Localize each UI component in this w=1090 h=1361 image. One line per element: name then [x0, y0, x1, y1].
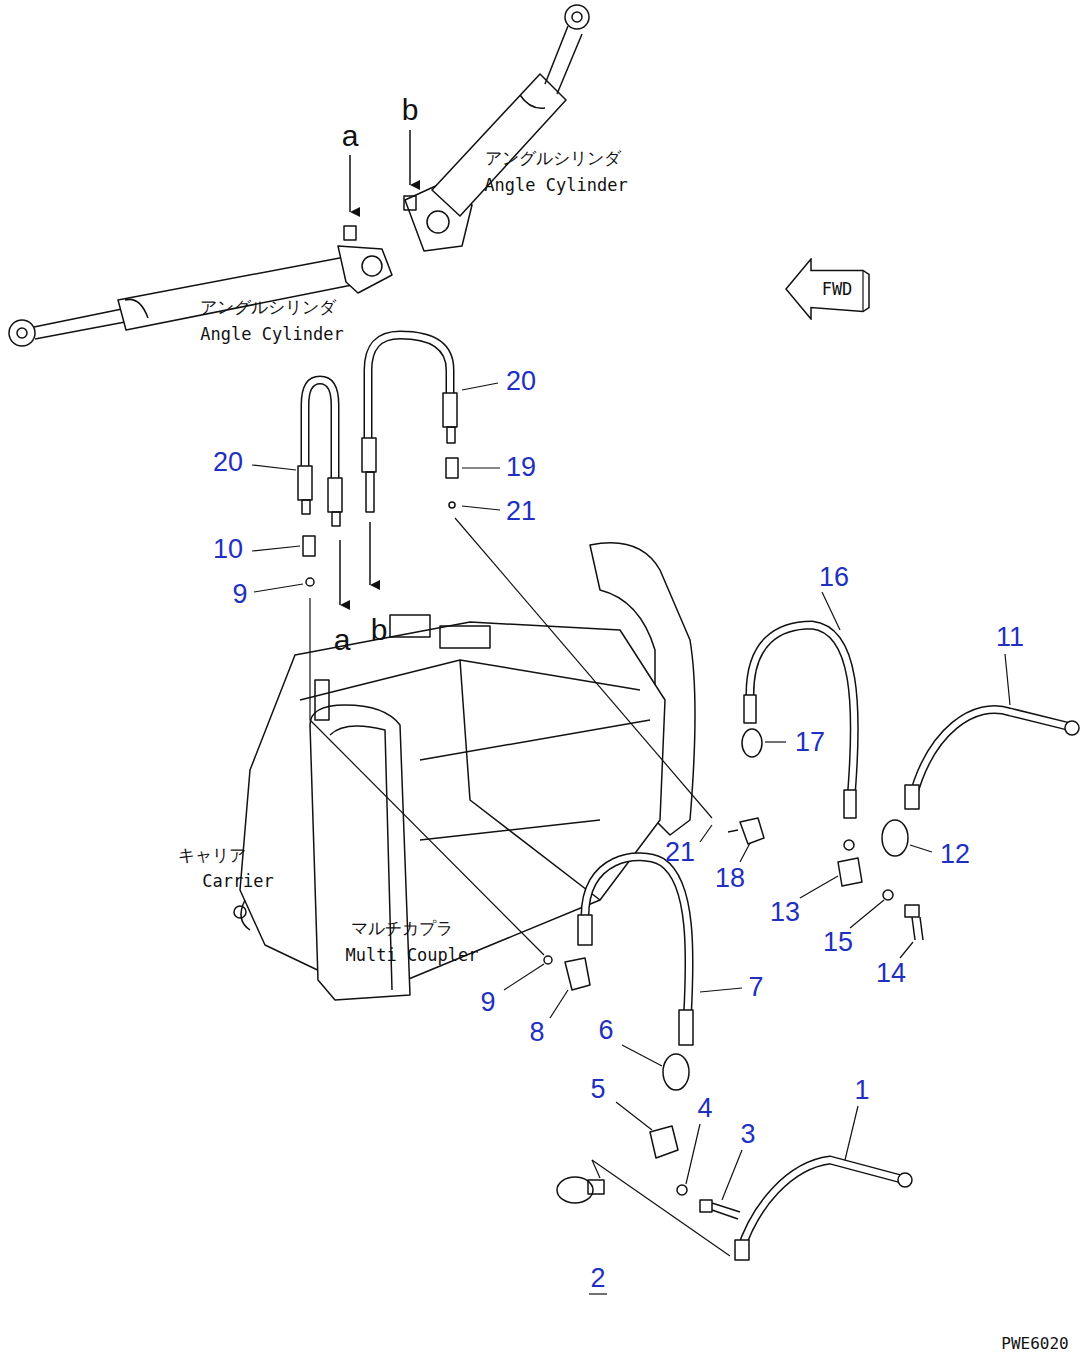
- part-name: キャリア: [178, 847, 246, 864]
- callout-number: 15: [823, 929, 853, 956]
- part-name: アングルシリンダ: [200, 299, 336, 316]
- reference-letter: a: [342, 121, 359, 151]
- callout-number: 11: [996, 624, 1024, 651]
- callout-number: 12: [940, 841, 970, 868]
- callout-number: 19: [506, 454, 536, 481]
- callout-number: 17: [795, 729, 825, 756]
- callout-number: 3: [740, 1121, 755, 1148]
- drawing-code: PWE6020: [1001, 1336, 1068, 1352]
- callout-number: 16: [819, 564, 849, 591]
- angle-cylinder: [9, 155, 392, 346]
- callout-number: 10: [213, 536, 243, 563]
- hose: [728, 625, 856, 844]
- callout-number: 5: [590, 1076, 605, 1103]
- callout-number: 9: [232, 581, 247, 608]
- arrow-edge: [862, 270, 863, 311]
- hose: [544, 857, 912, 1260]
- arrow-shape: [786, 259, 869, 319]
- reference-letter: b: [402, 95, 419, 125]
- part-name: Angle Cylinder: [200, 326, 343, 343]
- callout-number: 21: [665, 839, 695, 866]
- direction-arrow: FWD: [785, 258, 871, 320]
- callout-number: 6: [598, 1017, 613, 1044]
- callout-number: 13: [770, 899, 800, 926]
- leader-lines: [252, 383, 1010, 1294]
- angle-cylinder: [404, 5, 589, 251]
- callout-number: 2: [590, 1265, 605, 1292]
- arrow-label: FWD: [822, 281, 853, 298]
- callout-number: 21: [506, 498, 536, 525]
- hose: [838, 709, 1079, 940]
- reference-letter: b: [371, 615, 388, 645]
- reference-letter: a: [334, 625, 351, 655]
- carrier-body: [234, 543, 695, 1000]
- hose: [298, 335, 458, 605]
- callout-number: 7: [748, 974, 763, 1001]
- part-name: Angle Cylinder: [484, 177, 627, 194]
- callout-number: 4: [697, 1095, 712, 1122]
- part-name: Carrier: [202, 873, 274, 890]
- part-name: アングルシリンダ: [485, 150, 621, 167]
- callout-number: 20: [213, 449, 243, 476]
- part-name: Multi Coupler: [345, 947, 478, 964]
- callout-number: 20: [506, 368, 536, 395]
- part-name: マルチカプラ: [351, 920, 453, 937]
- callout-number: 1: [854, 1077, 869, 1104]
- callout-number: 18: [715, 865, 745, 892]
- callout-number: 9: [480, 989, 495, 1016]
- callout-number: 8: [529, 1019, 544, 1046]
- callout-number: 14: [876, 960, 906, 987]
